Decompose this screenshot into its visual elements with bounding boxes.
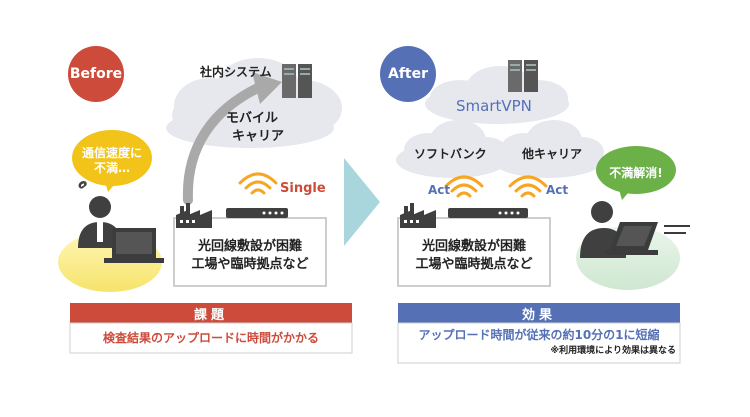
bubble-bg-before bbox=[72, 130, 152, 186]
act-left-label: Act bbox=[428, 183, 451, 197]
system-label: 社内システム bbox=[200, 65, 272, 79]
smartvpn-label: SmartVPN bbox=[456, 97, 532, 115]
wifi-signal-icon bbox=[444, 175, 484, 198]
effect-note: ※利用環境により効果は異なる bbox=[550, 346, 676, 356]
softbank-cloud-icon bbox=[396, 120, 508, 178]
person-laptop-icon bbox=[580, 201, 658, 258]
wifi-signal-icon bbox=[508, 175, 548, 198]
dissatisfied-bubble-line-2: 不満… bbox=[93, 161, 130, 175]
site-box-before-text: 光回線敷設が困難 工場や臨時拠点など bbox=[176, 238, 324, 273]
site-box-before-line-1: 光回線敷設が困難 bbox=[197, 239, 302, 254]
speed-lines-icon bbox=[664, 225, 690, 234]
act-right-label: Act bbox=[546, 183, 569, 197]
transition-arrow-icon bbox=[344, 158, 380, 246]
effect-title: 効果 bbox=[521, 307, 556, 323]
softbank-label: ソフトバンク bbox=[414, 147, 487, 161]
server-icon bbox=[282, 64, 312, 98]
before-badge: Before bbox=[68, 46, 124, 102]
router-icon bbox=[226, 208, 288, 218]
dissatisfied-bubble: 通信速度に 不満… bbox=[74, 146, 150, 176]
other-carrier-label: 他キャリア bbox=[522, 147, 583, 161]
worry-scribble-icon bbox=[78, 180, 87, 189]
factory-icon bbox=[176, 203, 212, 228]
wifi-signal-icon bbox=[238, 172, 278, 195]
effect-header-bar bbox=[398, 303, 680, 323]
issue-header-bar bbox=[70, 303, 352, 323]
smartvpn-cloud-icon bbox=[425, 66, 569, 124]
site-box-before bbox=[173, 217, 327, 287]
site-box-after-line-2: 工場や臨時拠点など bbox=[415, 256, 533, 272]
other-carrier-cloud-icon bbox=[492, 120, 604, 178]
router-icon bbox=[448, 208, 528, 218]
site-box-after-line-1: 光回線敷設が困難 bbox=[421, 239, 526, 254]
upload-arrow-icon bbox=[182, 72, 282, 205]
site-box-before-line-2: 工場や臨時拠点など bbox=[191, 256, 309, 272]
person-laptop-icon bbox=[78, 196, 164, 263]
effect-body-bar bbox=[397, 322, 681, 364]
mobile-carrier-label-2: キャリア bbox=[232, 129, 285, 144]
server-icon bbox=[508, 60, 538, 92]
site-box-after-text: 光回線敷設が困難 工場や臨時拠点など bbox=[400, 238, 548, 273]
mobile-carrier-label-1: モバイル bbox=[226, 111, 279, 126]
issue-body-bar bbox=[69, 322, 353, 354]
effect-text: アップロード時間が従来の約10分の1に短縮 bbox=[418, 328, 660, 342]
dissatisfied-bubble-line-1: 通信速度に bbox=[81, 146, 142, 160]
factory-icon bbox=[400, 203, 436, 228]
resolved-bubble: 不満解消! bbox=[609, 166, 663, 180]
single-label: Single bbox=[280, 181, 326, 196]
issue-title: 課題 bbox=[193, 307, 228, 323]
bubble-bg-after bbox=[596, 146, 676, 194]
site-box-after bbox=[397, 217, 551, 287]
after-badge: After bbox=[380, 46, 436, 102]
issue-text: 検査結果のアップロードに時間がかかる bbox=[102, 331, 319, 345]
